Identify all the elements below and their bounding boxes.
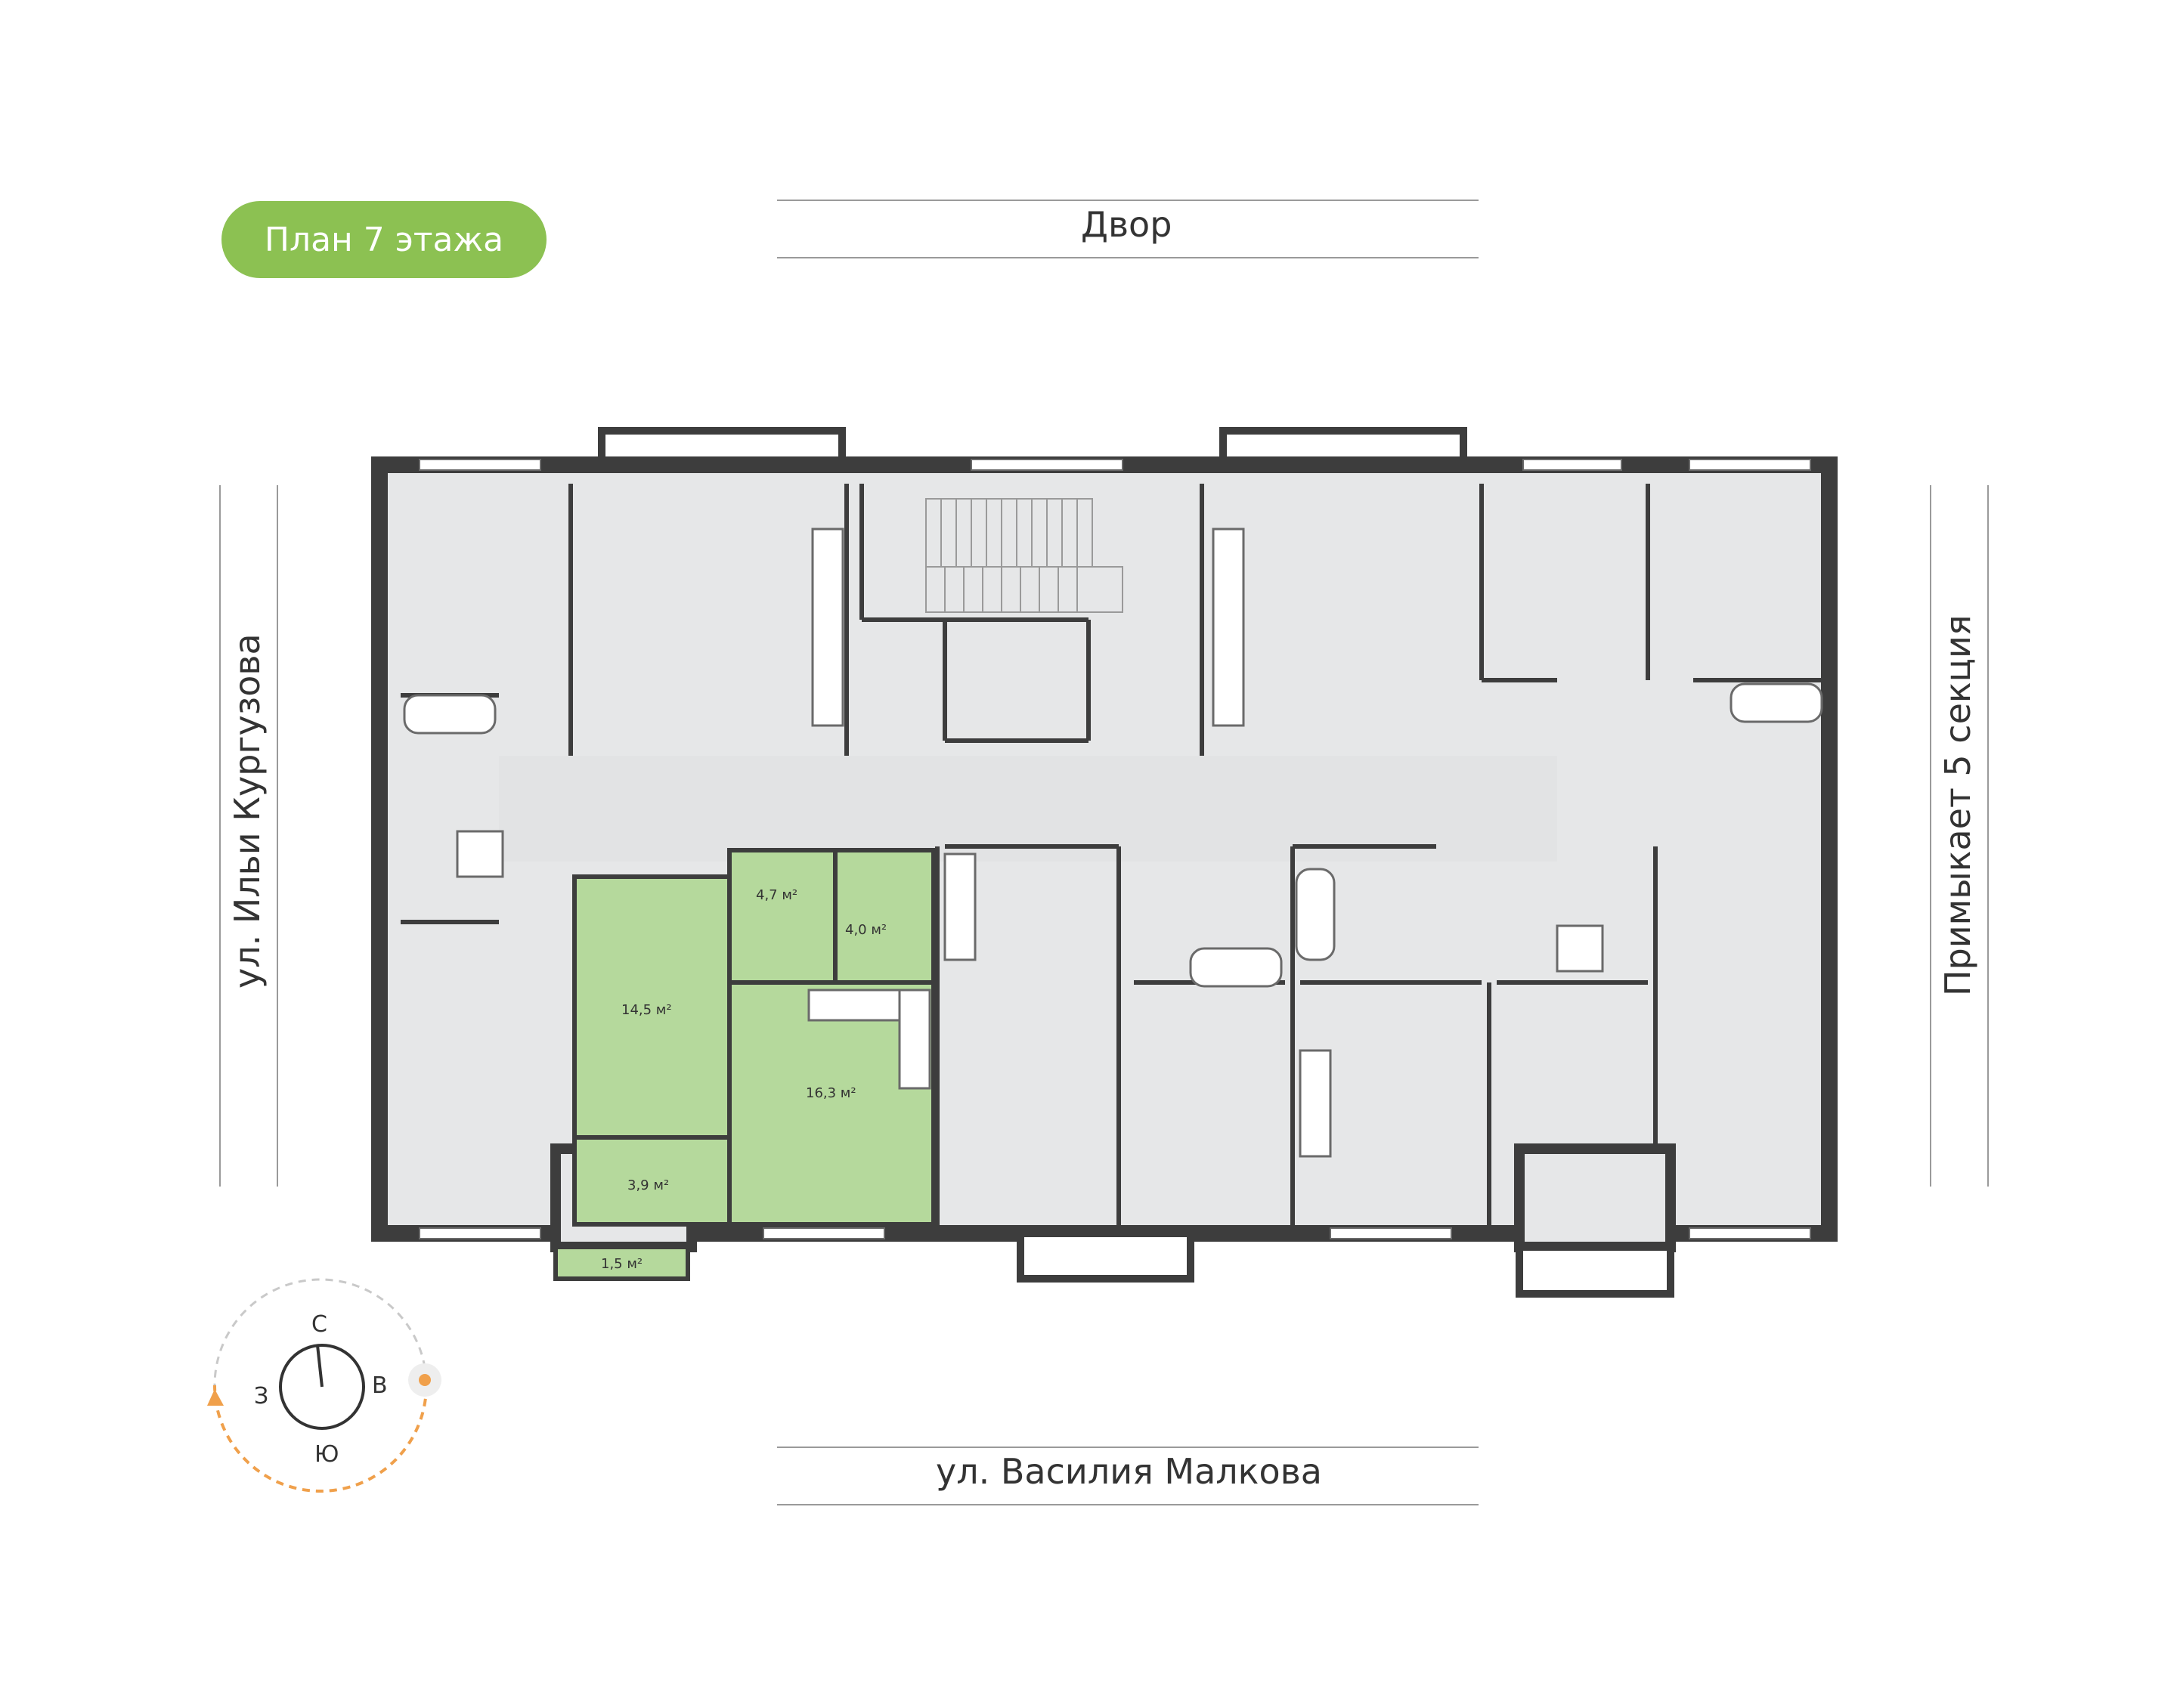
street-top-label: Двор: [1081, 204, 1172, 245]
balcony-bottom-middle: [1017, 1230, 1194, 1283]
sun-path-icon: [213, 1385, 428, 1493]
corridor: [499, 756, 1557, 862]
sun-path-arrow-icon: [207, 1389, 224, 1406]
apt-hall: [727, 848, 838, 985]
kitchen-fixtures: [807, 528, 1332, 1158]
apt-room-14-5: [572, 874, 732, 1140]
compass-west: З: [254, 1383, 268, 1409]
area-room: 14,5 м²: [621, 1002, 672, 1018]
street-top-line-lower: [777, 257, 1479, 258]
compass-dial: [279, 1344, 365, 1430]
street-bottom-line-lower: [777, 1504, 1479, 1505]
apt-balcony: [553, 1245, 690, 1281]
sun-core-icon: [419, 1374, 431, 1386]
street-right-line-outer: [1930, 485, 1931, 1187]
compass-north: С: [311, 1311, 327, 1338]
compass-east: В: [372, 1372, 388, 1399]
area-loggia: 3,9 м²: [627, 1177, 669, 1193]
area-hall: 4,7 м²: [756, 887, 797, 903]
area-bathroom: 4,0 м²: [845, 922, 887, 938]
apt-bathroom: [833, 848, 936, 985]
apt-loggia: [572, 1135, 732, 1227]
compass-needle-icon: [316, 1344, 324, 1388]
street-bottom-label: ул. Василия Малкова: [936, 1451, 1322, 1492]
area-kitchen: 16,3 м²: [806, 1085, 856, 1101]
street-top-line-upper: [777, 200, 1479, 201]
area-balcony: 1,5 м²: [601, 1256, 643, 1272]
staircase: [925, 498, 1123, 613]
street-bottom-line-upper: [777, 1447, 1479, 1448]
apt-kitchen: [727, 980, 936, 1227]
windows: [419, 459, 1811, 1239]
loggia-right-wall: [1514, 1143, 1676, 1252]
compass-south: Ю: [314, 1441, 339, 1468]
street-left-line-outer: [219, 485, 221, 1187]
balcony-bottom-right: [1516, 1243, 1674, 1298]
floor-badge: План 7 этажа: [221, 201, 547, 278]
street-right-line-inner: [1987, 485, 1989, 1187]
compass: С Ю В З: [207, 1278, 441, 1493]
street-left-line-inner: [277, 485, 278, 1187]
highlighted-apartment: [553, 848, 936, 1281]
interior-walls: [401, 484, 1829, 1233]
